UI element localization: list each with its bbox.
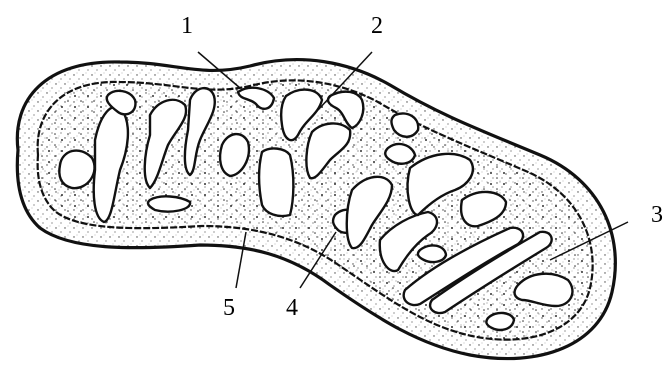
crista <box>418 245 446 262</box>
crista <box>259 148 293 216</box>
label-1: 1 <box>181 13 193 39</box>
crista <box>391 113 418 136</box>
label-4: 4 <box>286 295 298 321</box>
crista <box>486 313 514 330</box>
label-2: 2 <box>371 13 383 39</box>
label-5: 5 <box>223 295 235 321</box>
crista <box>148 196 190 211</box>
label-3: 3 <box>651 202 663 228</box>
crista <box>385 144 415 164</box>
crista <box>59 151 94 189</box>
